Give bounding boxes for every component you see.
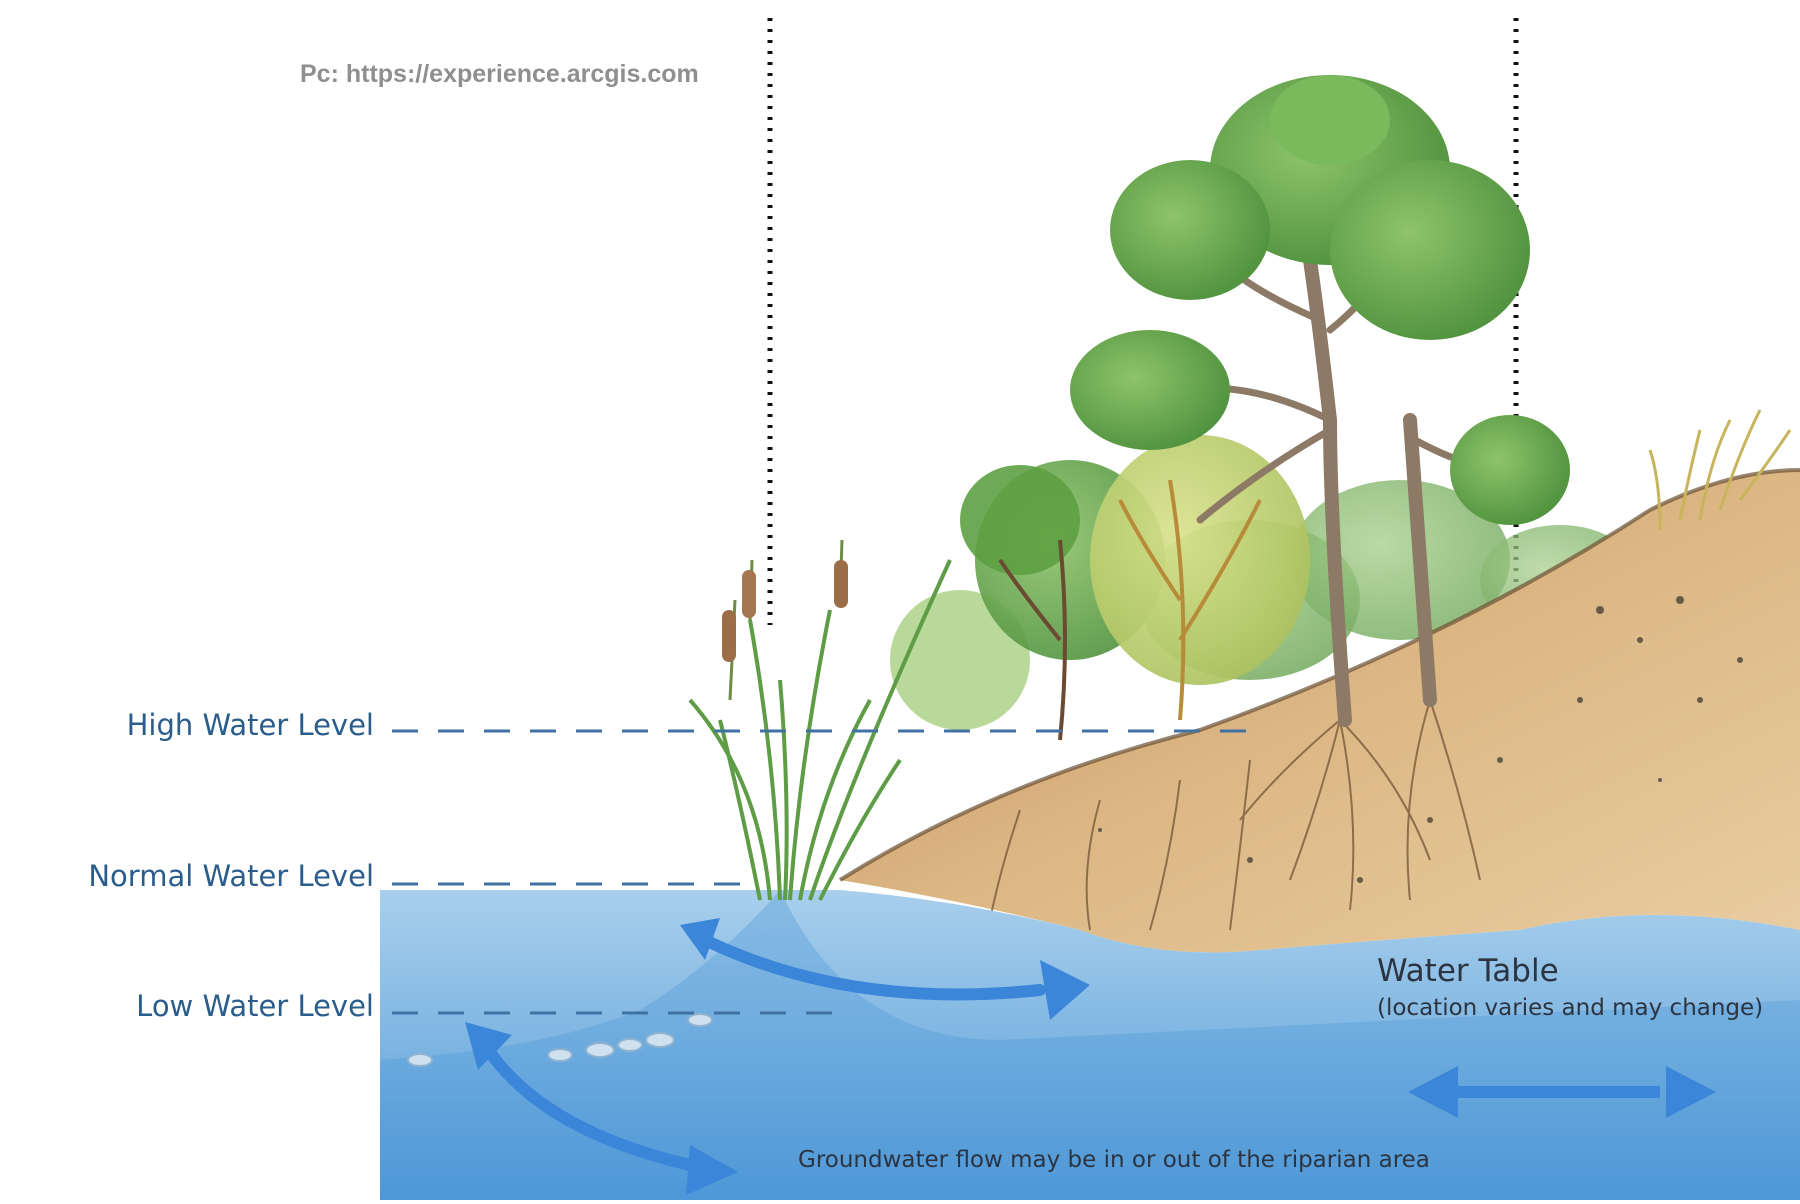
flow-arrow-upper	[680, 918, 1090, 1020]
shore-stones	[407, 1013, 713, 1067]
image-credit: Pc: https://experience.arcgis.com	[300, 60, 699, 88]
water-table-title: Water Table	[1377, 953, 1559, 989]
grass	[1648, 409, 1792, 531]
flow-arrow-lower	[465, 1022, 738, 1195]
water-table-subtitle: (location varies and may change)	[1377, 995, 1764, 1021]
soil-pebbles	[1098, 596, 1743, 883]
trees	[1070, 75, 1570, 727]
water-body	[380, 890, 1800, 1200]
reeds	[688, 559, 952, 901]
flow-arrow-horizontal	[1408, 1066, 1716, 1118]
low-water-level-label: Low Water Level	[136, 989, 374, 1023]
high-water-level-label: High Water Level	[126, 708, 374, 742]
groundwater-note: Groundwater flow may be in or out of the…	[798, 1147, 1430, 1173]
soil-bank	[840, 470, 1800, 953]
roots	[989, 699, 1481, 931]
shrubs	[960, 435, 1310, 741]
cattails	[722, 539, 848, 701]
normal-water-level-label: Normal Water Level	[88, 859, 374, 893]
